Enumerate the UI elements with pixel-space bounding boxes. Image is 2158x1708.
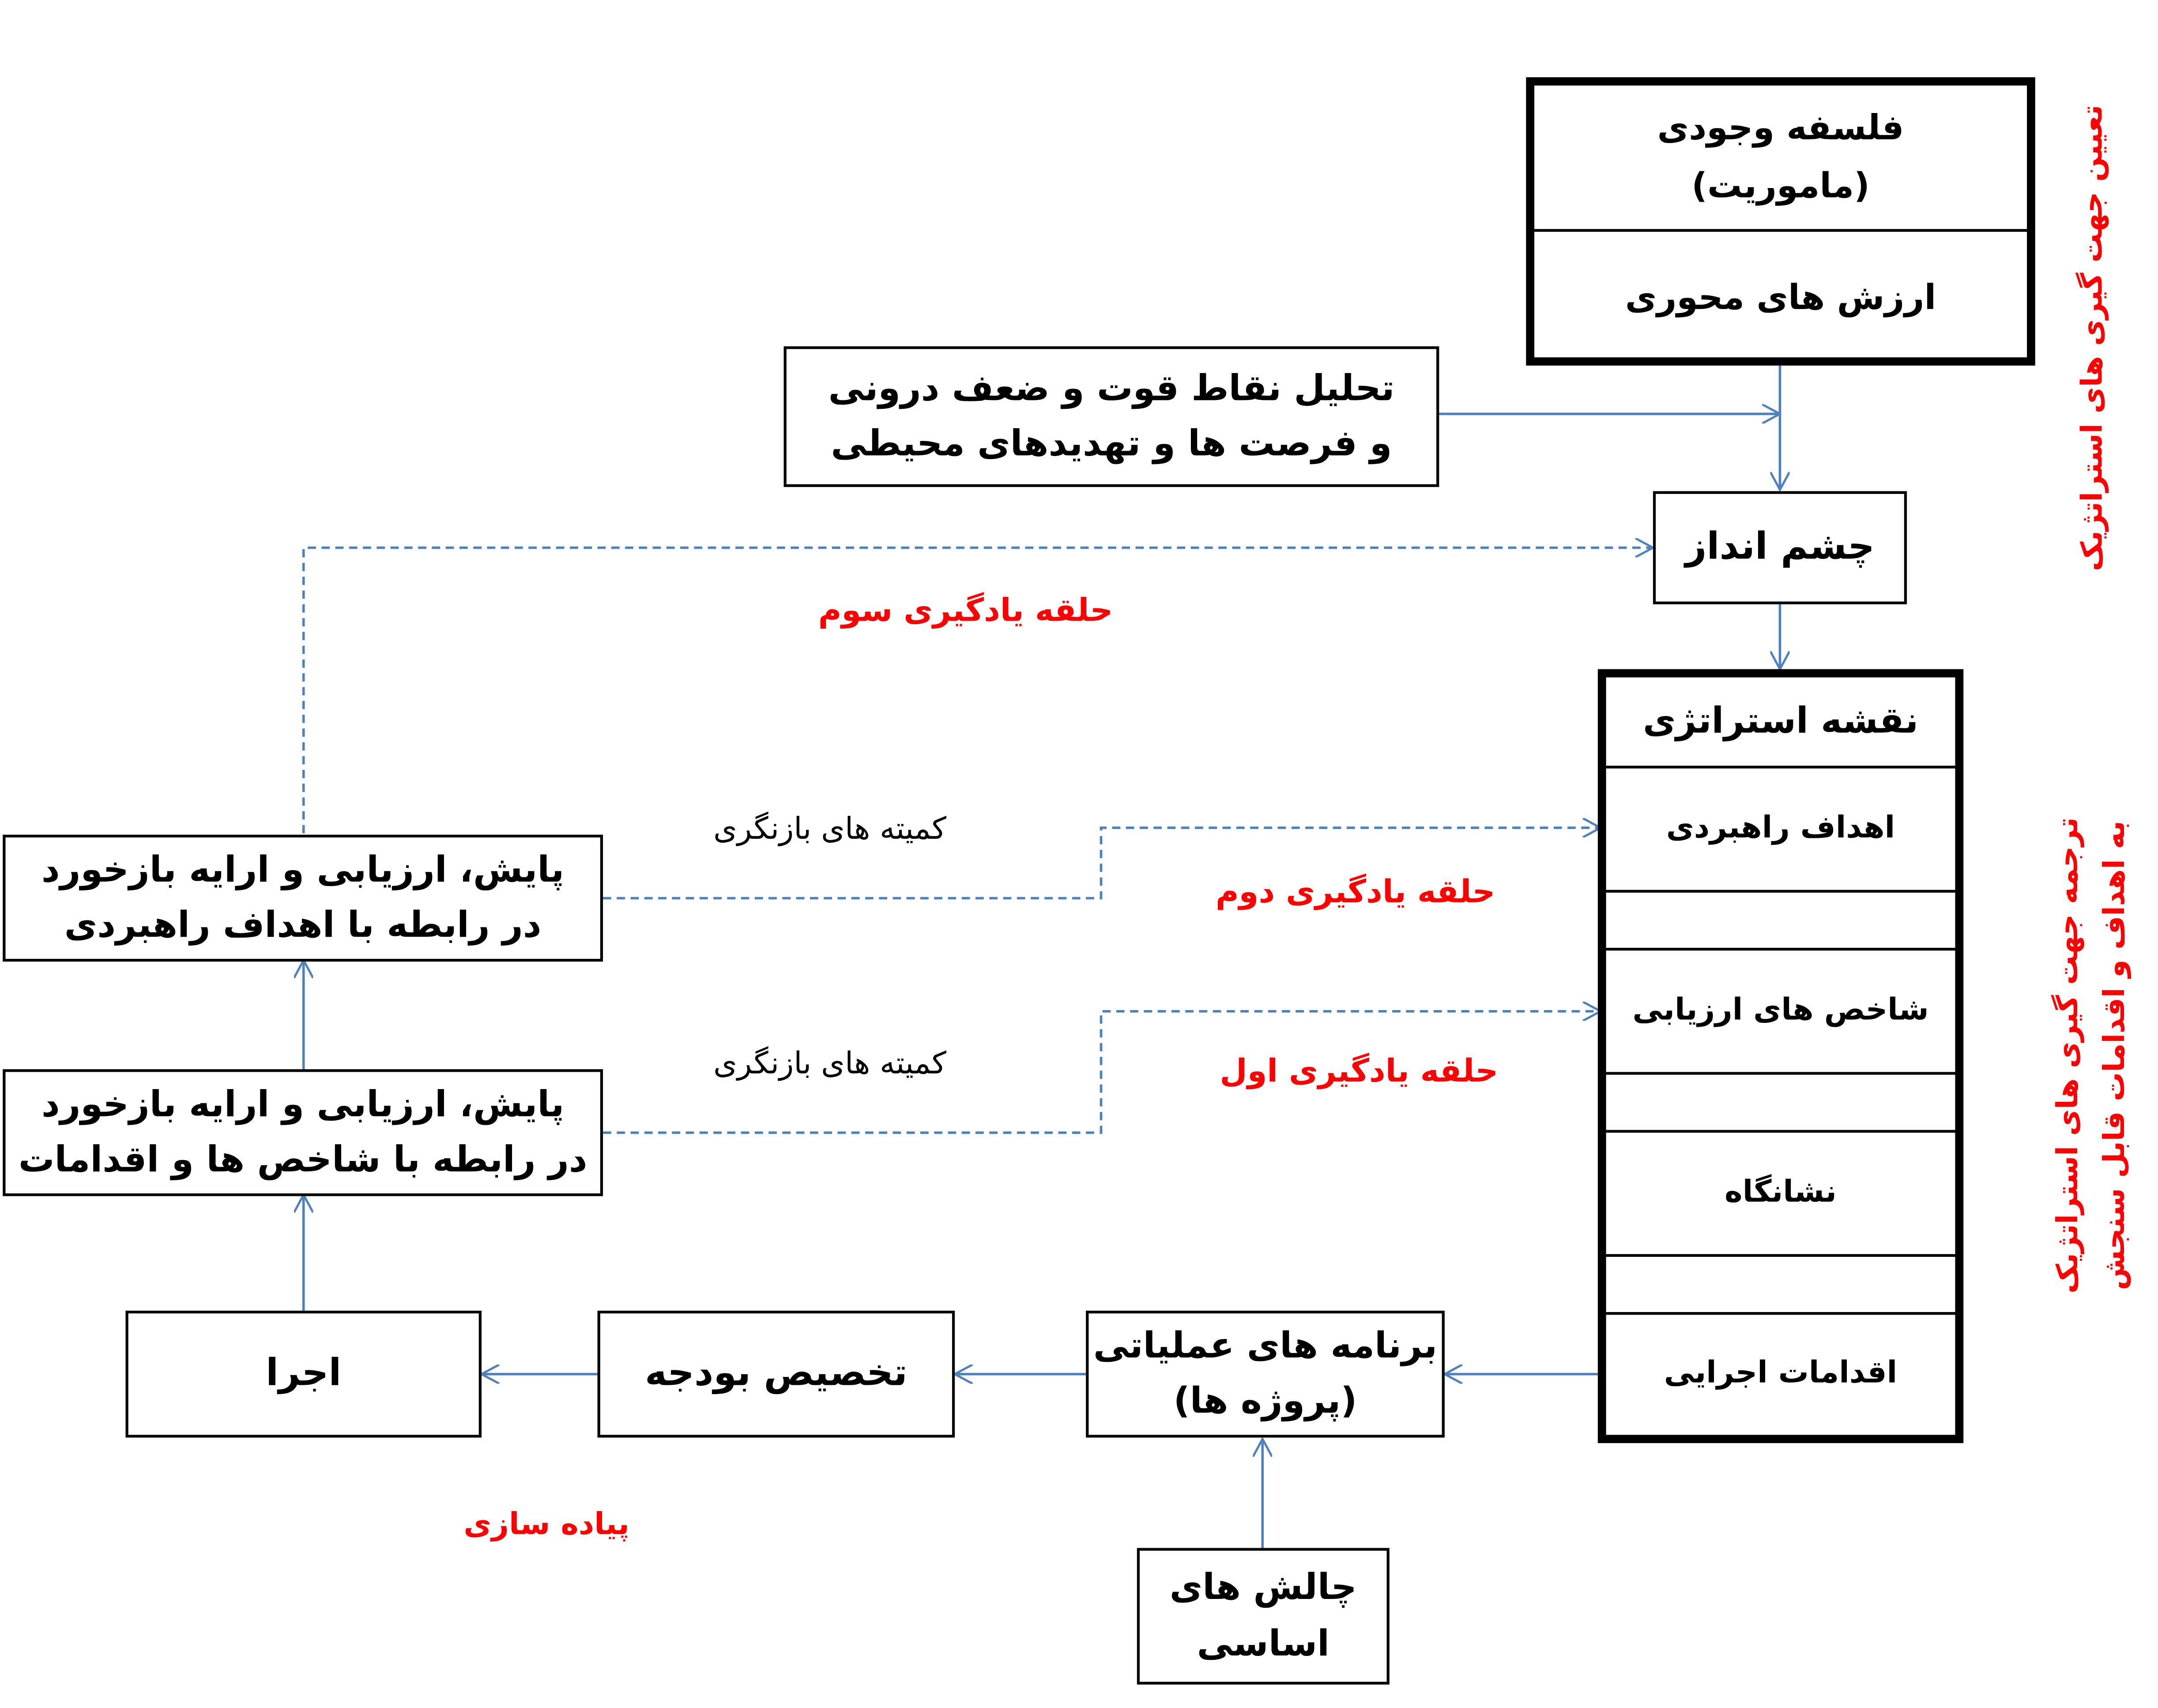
challenges-line-1: چالش های xyxy=(1169,1567,1357,1609)
committee-top-label: کمیته های بازنگری xyxy=(713,812,946,847)
swot-line-2: و فرصت ها و تهدیدهای محیطی xyxy=(831,423,1392,465)
map-divider-5 xyxy=(1606,1130,1955,1133)
budget-box: تخصیص بودجه xyxy=(597,1310,955,1438)
monitor-indicators-line-2: در رابطه با شاخص ها و اقدامات xyxy=(18,1139,588,1181)
side-label-translation-line-2: به اهداف و اقدامات قابل سنجش xyxy=(2097,821,2131,1290)
map-divider-7 xyxy=(1606,1312,1955,1315)
indicators-cell: شاخص های ارزیابی xyxy=(1606,950,1955,1072)
operational-plans-box: برنامه های عملیاتی (پروژه ها) xyxy=(1086,1310,1445,1438)
side-label-direction-text: تعیین جهت گیری های استراتژیک xyxy=(2075,105,2109,571)
map-divider-3 xyxy=(1606,948,1955,951)
loop-first-label: حلقه یادگیری اول xyxy=(1220,1054,1499,1090)
mission-divider xyxy=(1534,229,2027,232)
strategic-goals-label: اهداف راهبردی xyxy=(1666,811,1895,846)
monitor-indicators-box: پایش، ارزیابی و ارایه بازخورد در رابطه ب… xyxy=(3,1069,603,1196)
map-divider-2 xyxy=(1606,890,1955,893)
strategy-map-title-cell: نقشه استراتژی xyxy=(1606,677,1955,765)
mission-cell: فلسفه وجودی (ماموریت) xyxy=(1534,86,2027,229)
mission-title: فلسفه وجودی xyxy=(1657,107,1904,147)
swot-line-1: تحلیل نقاط قوت و ضعف درونی xyxy=(828,368,1395,410)
side-label-translation: ترجمه جهت گیری های استراتژیک به اهداف و … xyxy=(2045,817,2138,1293)
strategy-map-title: نقشه استراتژی xyxy=(1642,701,1919,742)
swot-box: تحلیل نقاط قوت و ضعف درونی و فرصت ها و ت… xyxy=(783,346,1439,487)
map-divider-1 xyxy=(1606,765,1955,769)
loop-third-label: حلقه یادگیری سوم xyxy=(818,593,1113,630)
budget-label: تخصیص بودجه xyxy=(645,1352,908,1395)
targets-cell: نشانگاه xyxy=(1606,1133,1955,1254)
implementation-label: پیاده سازی xyxy=(463,1508,629,1542)
loop-third-connector xyxy=(302,548,1653,833)
strategic-goals-cell: اهداف راهبردی xyxy=(1606,769,1955,890)
monitor-goals-line-2: در رابطه با اهداف راهبردی xyxy=(64,905,542,946)
core-values-cell: ارزش های محوری xyxy=(1534,232,2027,366)
monitor-goals-line-1: پایش، ارزیابی و ارایه بازخورد xyxy=(41,849,565,891)
side-label-direction: تعیین جهت گیری های استراتژیک xyxy=(2070,105,2117,571)
core-values-label: ارزش های محوری xyxy=(1625,277,1936,318)
loop-second-label: حلقه یادگیری دوم xyxy=(1215,875,1495,911)
actions-cell: اقدامات اجرایی xyxy=(1606,1315,1955,1435)
actions-label: اقدامات اجرایی xyxy=(1664,1357,1898,1391)
operational-line-1: برنامه های عملیاتی xyxy=(1093,1325,1438,1367)
execution-label: اجرا xyxy=(266,1352,342,1395)
monitor-indicators-line-1: پایش، ارزیابی و ارایه بازخورد xyxy=(41,1084,565,1126)
loop-second-connector xyxy=(603,828,1601,900)
execution-box: اجرا xyxy=(125,1310,482,1438)
map-divider-4 xyxy=(1606,1072,1955,1075)
targets-label: نشانگاه xyxy=(1725,1175,1837,1210)
operational-line-2: (پروژه ها) xyxy=(1173,1381,1357,1423)
challenges-line-2: اساسی xyxy=(1197,1623,1330,1665)
indicators-label: شاخص های ارزیابی xyxy=(1632,993,1929,1028)
vision-box: چشم انداز xyxy=(1653,491,1907,604)
vision-label: چشم انداز xyxy=(1685,525,1875,569)
mission-subtitle: (ماموریت) xyxy=(1691,166,1870,206)
side-label-translation-line-1: ترجمه جهت گیری های استراتژیک xyxy=(2051,817,2084,1294)
challenges-box: چالش های اساسی xyxy=(1137,1548,1390,1685)
committee-bottom-label: کمیته های بازنگری xyxy=(713,1047,946,1082)
strategy-map-box: نقشه استراتژی اهداف راهبردی شاخص های ارز… xyxy=(1597,669,1964,1443)
monitor-goals-box: پایش، ارزیابی و ارایه بازخورد در رابطه ب… xyxy=(3,834,603,962)
map-divider-6 xyxy=(1606,1254,1955,1257)
mission-box: فلسفه وجودی (ماموریت) ارزش های محوری xyxy=(1526,77,2035,366)
